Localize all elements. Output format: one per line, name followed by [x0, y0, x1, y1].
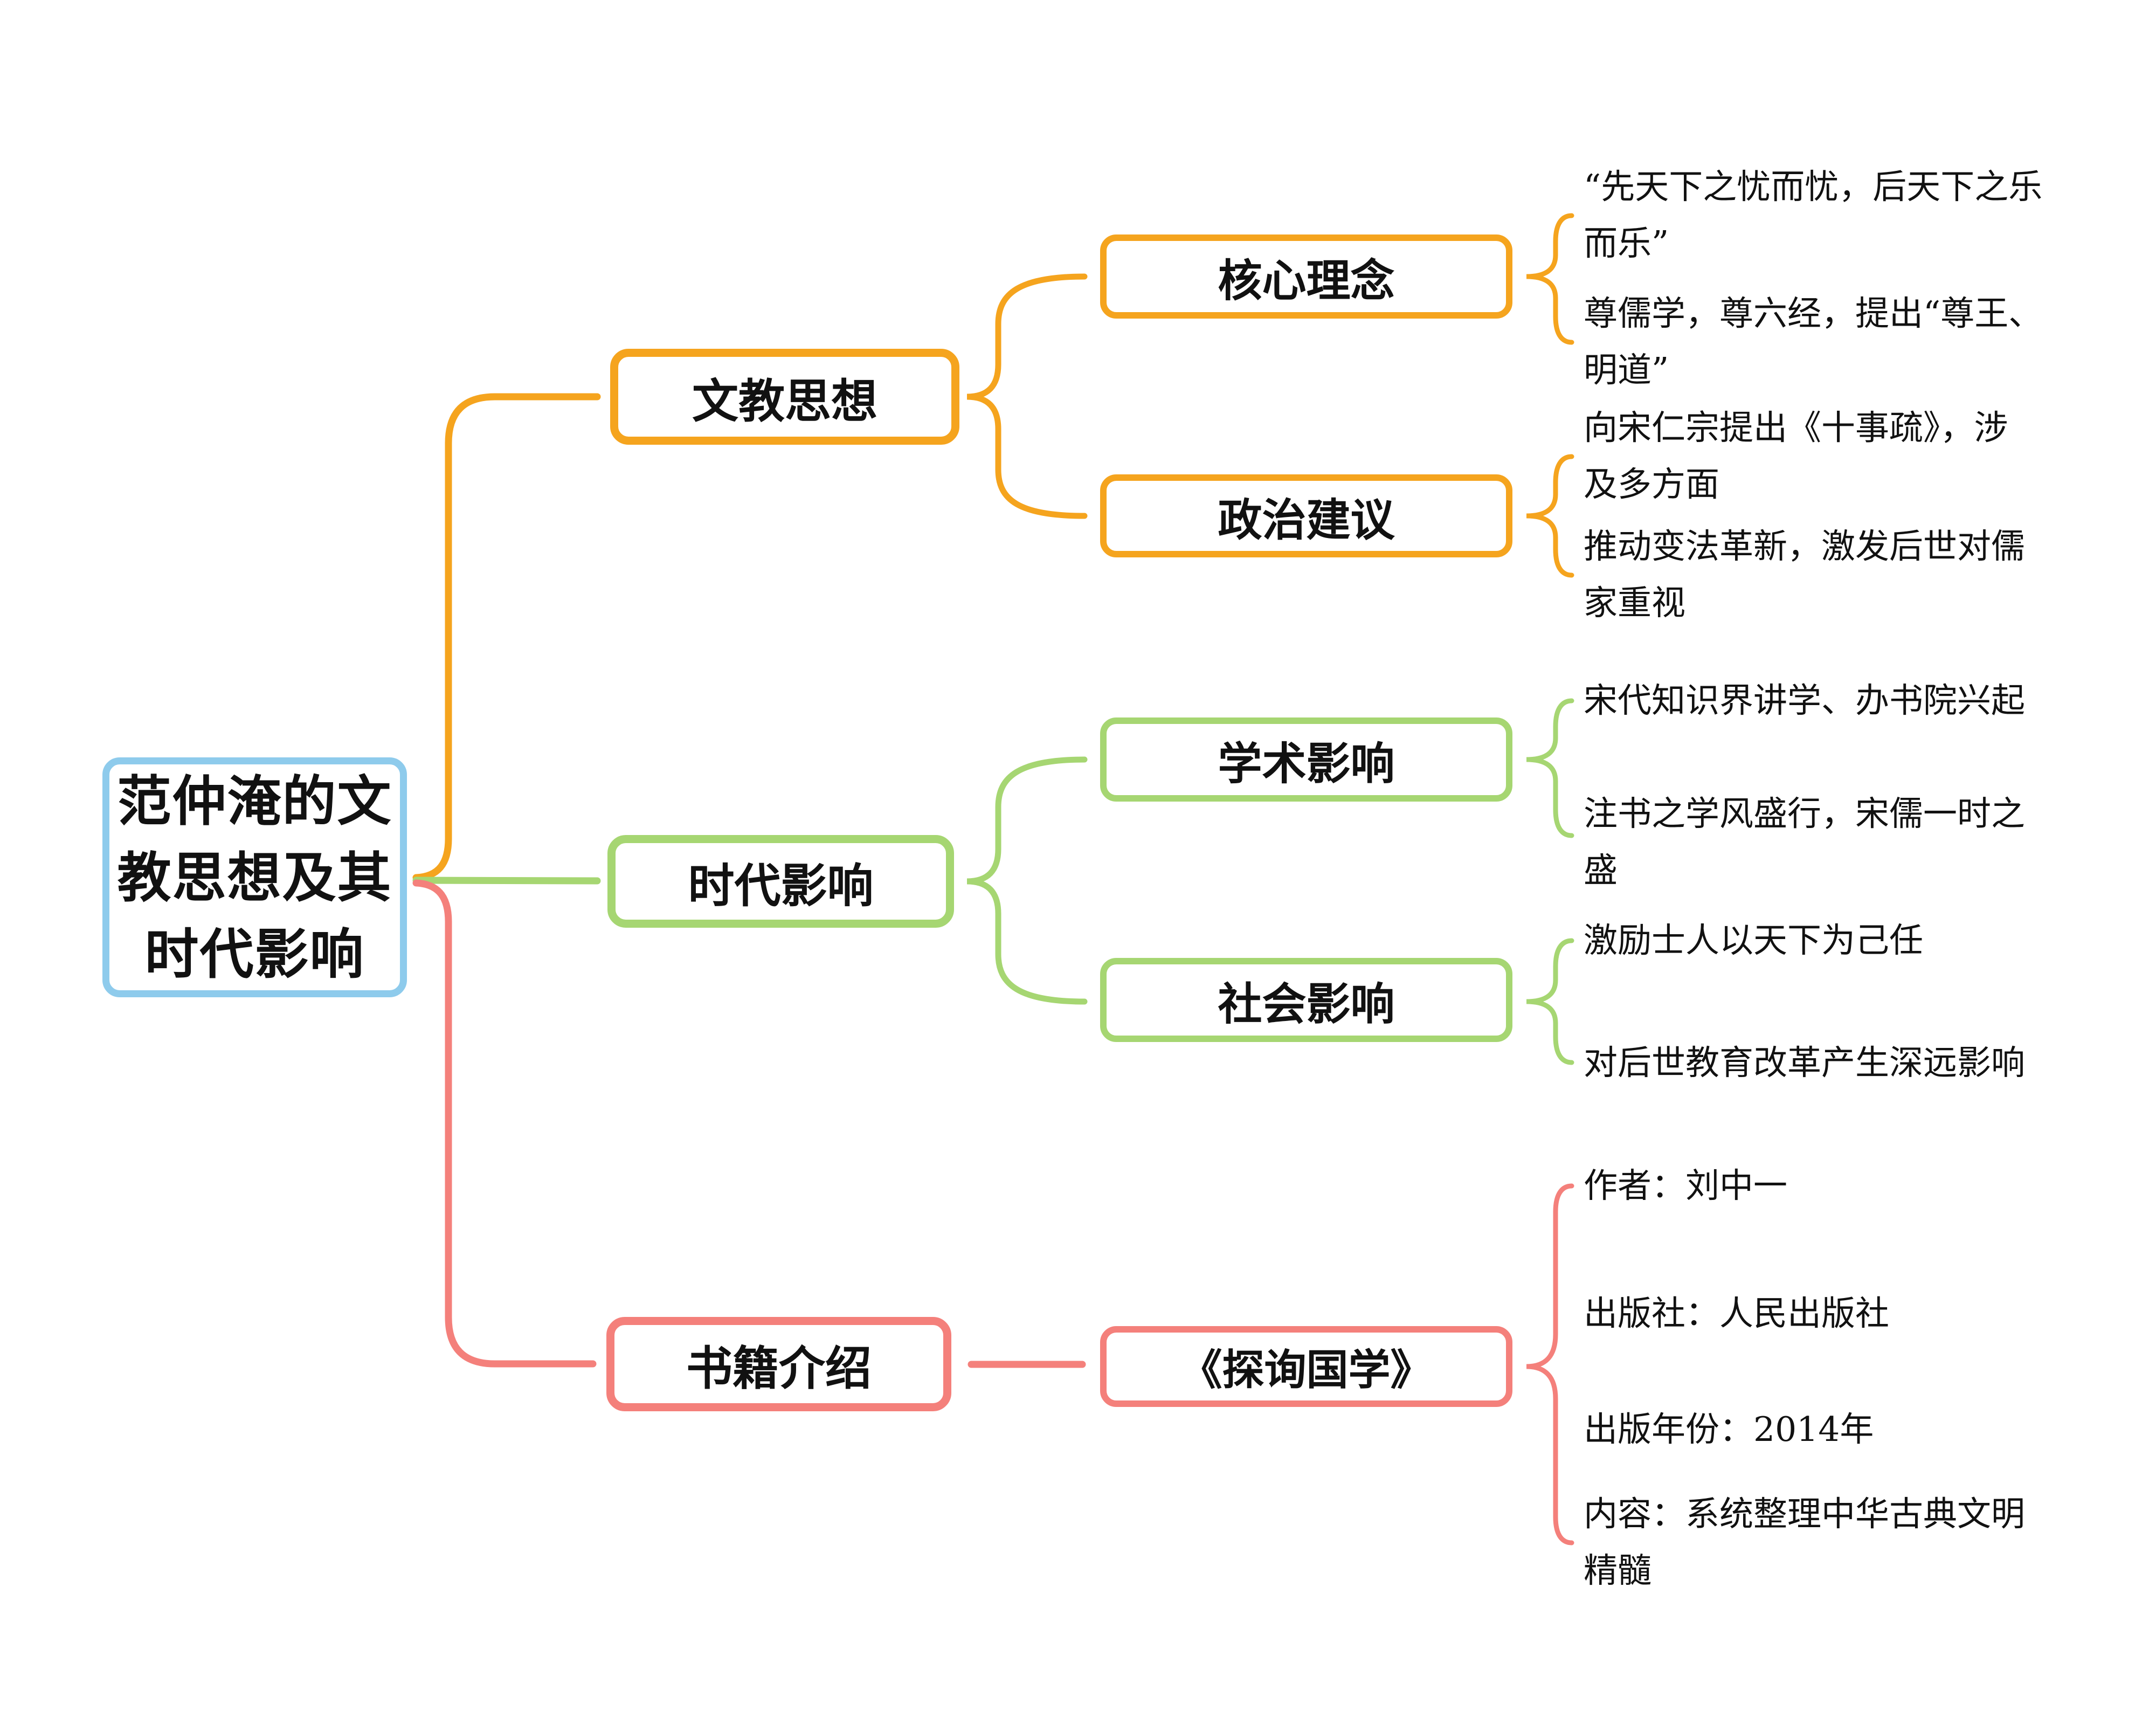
leaf-zunruxue[interactable]: 尊儒学，尊六经，提出“尊王、 明道”: [1584, 294, 2043, 390]
leaf-jiangxue[interactable]: 宋代知识界讲学、办书院兴起: [1584, 681, 2025, 720]
leaf-bianfa[interactable]: 推动变法革新，激发后世对儒 家重视: [1584, 527, 2025, 623]
branch-label: 时代影响: [688, 858, 874, 913]
branch-label: 文教思想: [692, 374, 877, 429]
leaf-publisher[interactable]: 出版社：人民出版社: [1584, 1294, 1889, 1333]
brace-hexinlinian-leaves: [1526, 213, 1574, 345]
connector-root-to-shuji: [412, 879, 597, 1368]
brace-shehui-leaves: [1526, 938, 1574, 1065]
leaf-quote-youle[interactable]: “先天下之忧而忧，后天下之乐 而乐”: [1584, 167, 2043, 263]
child-node-shehui[interactable]: 社会影响: [1100, 958, 1512, 1042]
child-label: 《探询国学》: [1180, 1346, 1433, 1395]
root-node[interactable]: 范仲淹的文 教思想及其 时代影响: [102, 757, 407, 997]
brace-xueshu-leaves: [1526, 698, 1574, 838]
child-node-hexinlinian[interactable]: 核心理念: [1100, 234, 1512, 319]
leaf-content[interactable]: 内容：系统整理中华古典文明 精髓: [1584, 1494, 2025, 1590]
brace-zhengzhijianyi-leaves: [1526, 454, 1574, 578]
branch-label: 书籍介绍: [686, 1341, 872, 1396]
brace-wenjiao-children: [966, 273, 1088, 519]
child-label: 社会影响: [1218, 978, 1395, 1030]
child-node-book[interactable]: 《探询国学》: [1100, 1326, 1512, 1407]
leaf-zhushu[interactable]: 注书之学风盛行，宋儒一时之 盛: [1584, 794, 2025, 890]
leaf-publish-year[interactable]: 出版年份：2014年: [1584, 1410, 1874, 1449]
leaf-jili-shiren[interactable]: 激励士人以天下为己任: [1584, 921, 1923, 960]
branch-node-shuji[interactable]: 书籍介绍: [606, 1317, 951, 1411]
leaf-shishishu[interactable]: 向宋仁宗提出《十事疏》，涉 及多方面: [1584, 408, 2008, 504]
child-label: 政治建议: [1218, 494, 1395, 546]
child-label: 核心理念: [1218, 254, 1395, 307]
root-label: 范仲淹的文 教思想及其 时代影响: [117, 769, 392, 986]
connector-root-to-wenjiao: [412, 393, 601, 881]
child-node-zhengzhijianyi[interactable]: 政治建议: [1100, 474, 1512, 557]
leaf-jiaoyu-gaige[interactable]: 对后世教育改革产生深远影响: [1584, 1043, 2025, 1082]
leaf-author[interactable]: 作者：刘中一: [1584, 1166, 1787, 1205]
branch-node-shidai[interactable]: 时代影响: [607, 835, 954, 928]
child-label: 学术影响: [1218, 737, 1395, 790]
connector-root-to-shidai: [412, 877, 601, 885]
brace-shidai-children: [966, 756, 1088, 1005]
branch-node-wenjiao[interactable]: 文教思想: [610, 349, 959, 445]
brace-book-leaves: [1526, 1183, 1574, 1545]
child-node-xueshu[interactable]: 学术影响: [1100, 717, 1512, 802]
